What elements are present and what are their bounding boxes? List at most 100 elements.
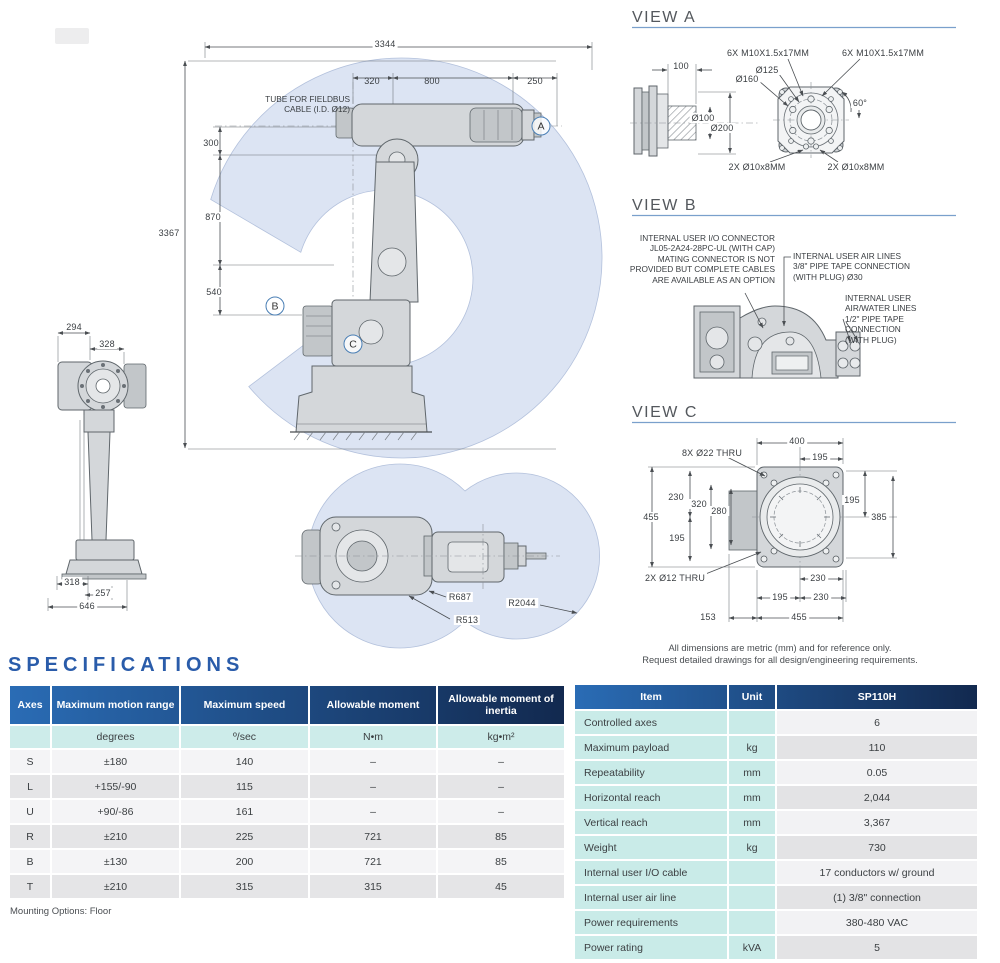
io-line: ARE AVAILABLE AS AN OPTION <box>652 274 775 285</box>
cell: 2,044 <box>777 786 977 809</box>
io-line: INTERNAL USER I/O CONNECTOR <box>639 233 775 243</box>
table-row: Power rating kVA 5 <box>575 936 977 959</box>
cell <box>729 911 775 934</box>
unit-cell <box>10 726 50 748</box>
note-line2: Request detailed drawings for all design… <box>642 654 918 665</box>
cell: 315 <box>310 875 436 898</box>
view-c-dim-280: 280 <box>709 506 729 516</box>
cell: Horizontal reach <box>575 786 727 809</box>
cell: 161 <box>181 800 308 823</box>
cell: 225 <box>181 825 308 848</box>
axes-spec-table: Axes Maximum motion range Maximum speed … <box>8 684 566 900</box>
cell: 721 <box>310 850 436 873</box>
view-a-pins-right: 2X Ø10x8MM <box>825 162 887 172</box>
table-row: Controlled axes 6 <box>575 711 977 734</box>
dim-540: 540 <box>204 287 224 297</box>
air-line: 3/8" PIPE TAPE CONNECTION <box>793 261 910 272</box>
view-a-pins-left: 2X Ø10x8MM <box>726 162 788 172</box>
cell: kVA <box>729 936 775 959</box>
radius-r513: R513 <box>453 615 481 625</box>
cell: kg <box>729 736 775 759</box>
cell: mm <box>729 811 775 834</box>
air-line: (WITH PLUG) Ø30 <box>793 271 863 282</box>
cell: 200 <box>181 850 308 873</box>
cell: 85 <box>438 825 564 848</box>
cell: S <box>10 750 50 773</box>
cell: 140 <box>181 750 308 773</box>
view-c-holes-22: 8X Ø22 THRU <box>679 448 745 458</box>
cell <box>729 711 775 734</box>
view-c-dim-230-mid: 230 <box>808 573 828 583</box>
table-row: S ±180 140 – – <box>10 750 564 773</box>
dim-800: 800 <box>424 76 440 86</box>
unit-cell: kg•m² <box>438 726 564 748</box>
cell: mm <box>729 761 775 784</box>
dim-318: 318 <box>62 577 82 587</box>
cell: 721 <box>310 825 436 848</box>
header-cell: Axes <box>17 699 43 711</box>
axes-table-units-row: degrees º/sec N•m kg•m² <box>10 726 564 748</box>
water-line: 1/2" PIPE TAPE <box>845 313 904 324</box>
cell: 17 conductors w/ ground <box>777 861 977 884</box>
dim-328: 328 <box>97 339 117 349</box>
view-a-dia-100: Ø100 <box>689 113 717 123</box>
header-cell: Maximum speed <box>203 699 286 711</box>
table-row: Internal user I/O cable 17 conductors w/… <box>575 861 977 884</box>
cell: mm <box>729 786 775 809</box>
model-table-header-row: Item Unit SP110H <box>575 685 977 709</box>
marker-view-a: A <box>531 116 551 136</box>
unit-cell: N•m <box>310 726 436 748</box>
cell: ±210 <box>52 875 179 898</box>
view-c-dim-195-bottom: 195 <box>770 592 790 602</box>
cell: Weight <box>575 836 727 859</box>
view-c-dim-230-bottom: 230 <box>811 592 831 602</box>
view-c-dim-195-left: 195 <box>667 533 687 543</box>
view-a-dia-200: Ø200 <box>708 123 736 133</box>
view-c-dim-400: 400 <box>787 436 807 446</box>
view-c-dim-195-top: 195 <box>810 452 830 462</box>
io-line: MATING CONNECTOR IS NOT <box>657 253 775 264</box>
view-c-dim-320: 320 <box>689 499 709 509</box>
table-row: Weight kg 730 <box>575 836 977 859</box>
cell: 0.05 <box>777 761 977 784</box>
view-b-water-callout: INTERNAL USER AIR/WATER LINES 1/2" PIPE … <box>845 293 916 345</box>
cell: ±210 <box>52 825 179 848</box>
main-view-drawing <box>183 42 603 459</box>
header-cell: Allowable moment <box>326 699 420 711</box>
view-a-dia-125: Ø125 <box>753 65 781 75</box>
tube-note-line2: CABLE (I.D. Ø12) <box>284 104 350 115</box>
cell: – <box>310 775 436 798</box>
water-line: AIR/WATER LINES <box>845 303 917 314</box>
view-c-dim-455-bottom: 455 <box>789 612 809 622</box>
header-cell: Unit <box>741 691 763 703</box>
cell: +90/-86 <box>52 800 179 823</box>
table-row: Repeatability mm 0.05 <box>575 761 977 784</box>
cell: R <box>10 825 50 848</box>
cell: 3,367 <box>777 811 977 834</box>
water-line: CONNECTION <box>845 324 901 335</box>
unit-cell: degrees <box>52 726 179 748</box>
cell: 115 <box>181 775 308 798</box>
cell: 315 <box>181 875 308 898</box>
specifications-title: SPECIFICATIONS <box>8 654 245 676</box>
view-c-holes-12: 2X Ø12 THRU <box>642 573 708 583</box>
cell: +155/-90 <box>52 775 179 798</box>
view-c-title: VIEW C <box>632 404 698 421</box>
radius-r687: R687 <box>446 592 474 602</box>
cell: ±180 <box>52 750 179 773</box>
view-c-dim-153: 153 <box>698 612 718 622</box>
cell <box>729 861 775 884</box>
io-line: PROVIDED BUT COMPLETE CABLES <box>629 264 775 275</box>
cell: (1) 3/8" connection <box>777 886 977 909</box>
dim-320: 320 <box>364 76 380 86</box>
header-cell: Maximum motion range <box>56 699 175 711</box>
cell: – <box>438 750 564 773</box>
dim-300: 300 <box>203 138 219 148</box>
view-c-dim-455-left: 455 <box>641 512 661 522</box>
cell: Power rating <box>575 936 727 959</box>
io-line: JL05-2A24-28PC-UL (WITH CAP) <box>649 243 775 254</box>
cell: L <box>10 775 50 798</box>
unit-cell: º/sec <box>181 726 308 748</box>
view-a-dia-160: Ø160 <box>733 74 761 84</box>
